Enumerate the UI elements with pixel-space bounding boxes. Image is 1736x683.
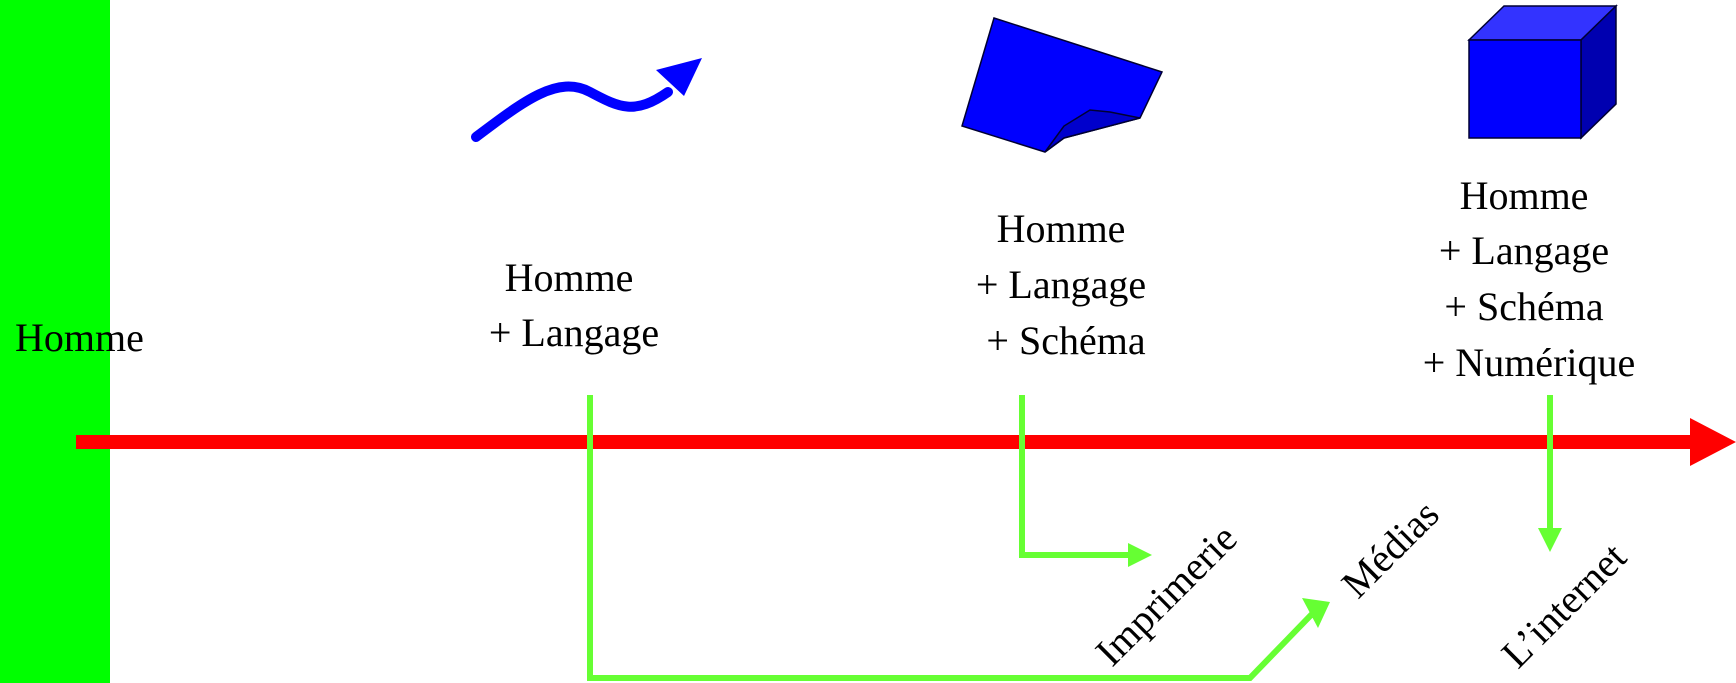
wave-arrow-icon	[471, 58, 702, 142]
outcome-printing: Imprimerie	[1087, 515, 1246, 674]
outcome-media: Médias	[1333, 491, 1448, 606]
stage-label-1: Homme	[15, 315, 144, 360]
connector-media	[587, 395, 1330, 681]
green-side-bar	[0, 0, 110, 683]
timeline-arrow	[76, 418, 1736, 466]
paper-sheet-icon	[961, 17, 1164, 153]
connector-internet	[1538, 395, 1562, 552]
outcome-internet: L’internet	[1493, 534, 1635, 676]
cube-icon	[1467, 4, 1618, 140]
connector-printing	[1019, 395, 1152, 567]
stage-label-2: Homme + Langage	[489, 255, 659, 355]
stage-label-3: Homme + Langage + Schéma	[976, 206, 1156, 363]
stage-label-4: Homme + Langage + Schéma + Numérique	[1423, 173, 1636, 385]
